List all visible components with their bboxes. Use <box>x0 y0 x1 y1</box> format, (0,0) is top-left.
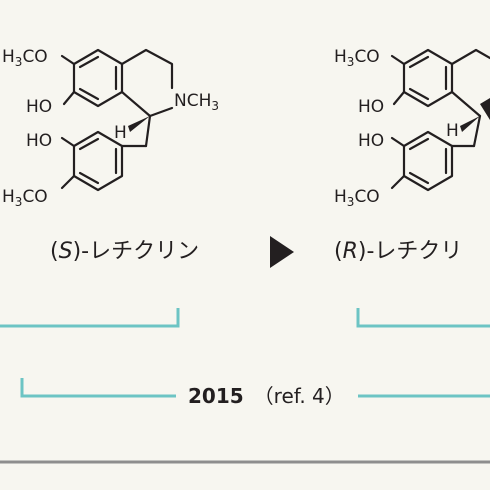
double-bond <box>408 87 430 101</box>
saturated-ring-bonds-r <box>450 48 490 66</box>
wedge-bond-r <box>480 98 490 120</box>
benzyl-bond <box>144 114 152 148</box>
double-bond <box>408 171 430 185</box>
methoxy-label-top: H3CO <box>2 47 48 69</box>
c1-ring-bond <box>120 90 152 118</box>
hydroxy-label-bottom: HO <box>26 131 52 151</box>
double-bond <box>78 137 100 151</box>
double-bond <box>78 171 100 185</box>
benzyl-bond-r <box>472 114 482 148</box>
hydroxy-bond-lower <box>60 136 76 148</box>
r-reticuline-name: (R)-レチクリ <box>334 239 462 264</box>
r-reticuline-structure: H3CO HO H HO H3CO <box>334 47 490 209</box>
methoxy-label-top-r: H3CO <box>334 47 380 69</box>
stereo-descriptor-s: S <box>59 239 73 264</box>
aromatic-ring-a-r <box>402 48 454 108</box>
methoxy-label-bottom: H3CO <box>2 187 48 209</box>
paren-close: ) <box>73 239 82 264</box>
timeline-bracket-left <box>20 378 176 398</box>
paren-close-r: ) <box>358 239 367 264</box>
hydroxy-bond-lower-r <box>390 136 406 148</box>
methoxy-label-bottom-r: H3CO <box>334 187 380 209</box>
double-bond <box>78 55 100 69</box>
double-bond <box>78 87 100 101</box>
hydroxy-label-bottom-r: HO <box>358 131 384 151</box>
n-c1-bond <box>148 106 174 118</box>
n-methyl-label: NCH3 <box>174 91 219 113</box>
conversion-arrow-icon <box>270 236 294 268</box>
timeline-label: 2015 （ref. 4） <box>188 384 345 408</box>
wedge-h-bond-r <box>460 116 480 132</box>
s-reticuline-structure: H3CO HO NCH3 H HO H3CO <box>2 47 219 209</box>
hashed-h-bond <box>128 116 150 132</box>
paren-open-r: ( <box>334 239 343 264</box>
hydroxy-label-top: HO <box>26 97 52 117</box>
methoxy-bond <box>60 54 76 66</box>
aromatic-ring-c-r <box>402 130 454 192</box>
methoxy-bond-r <box>390 54 406 66</box>
double-bond <box>408 55 430 69</box>
timeline-year: 2015 <box>188 384 244 408</box>
double-bond <box>408 137 430 151</box>
aromatic-ring-a <box>72 48 124 108</box>
methoxy-bond-lower <box>60 174 76 190</box>
right-bracket <box>356 308 490 328</box>
saturated-ring-bonds <box>120 48 174 90</box>
stereo-h-label: H <box>114 123 127 143</box>
stereo-h-label-r: H <box>446 121 459 141</box>
paren-open: ( <box>50 239 59 264</box>
c1-ring-bond-r <box>450 90 482 118</box>
hydroxy-bond <box>62 90 76 106</box>
s-reticuline-name: (S)-レチクリン <box>50 239 199 264</box>
timeline-reference: （ref. 4） <box>254 384 345 408</box>
hydroxy-label-top-r: HO <box>358 97 384 117</box>
stereo-descriptor-r: R <box>343 239 358 264</box>
compound-name-s: -レチクリン <box>81 239 199 264</box>
compound-name-r: -レチクリ <box>366 239 462 264</box>
methoxy-bond-lower-r <box>390 174 406 190</box>
left-bracket <box>0 308 180 328</box>
hydroxy-bond-r <box>392 90 406 106</box>
